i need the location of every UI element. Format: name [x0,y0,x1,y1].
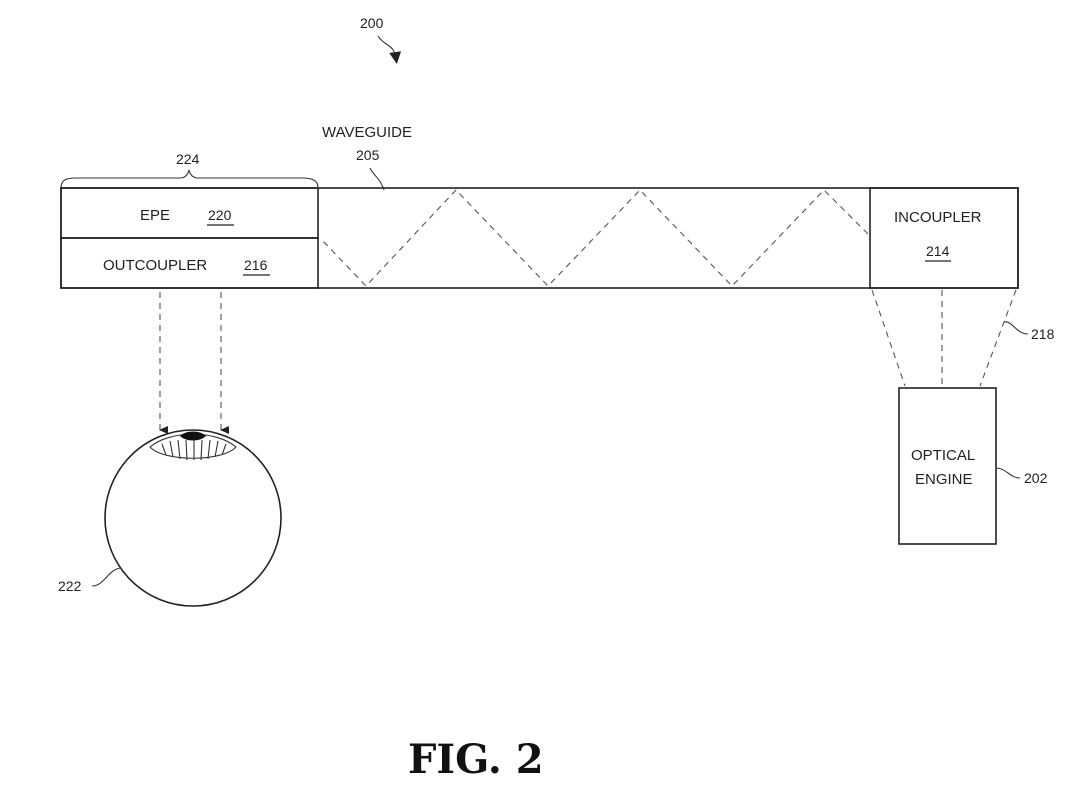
figure-ref-arrow [377,35,402,64]
waveguide-ref-number: 205 [356,147,380,163]
iris [149,433,237,459]
optical-engine-box [898,387,997,545]
outcoupler-box [60,237,319,289]
section-brace [60,169,319,189]
light-cone-right-ray [979,289,1017,387]
light-cone-ref-number: 218 [1031,326,1055,342]
eye-icon [104,429,282,607]
incoupler-label: INCOUPLER [894,209,982,226]
optical-engine-ref-number: 202 [1024,470,1048,486]
incoupler-box [869,187,1019,289]
incoupler-ref-number: 214 [926,243,950,259]
tir-light-path [321,189,869,287]
eye-leader-line [91,567,121,587]
optical-engine-label-line2: ENGINE [915,471,973,488]
iris-striations [161,439,227,461]
eyeball [104,429,282,607]
waveguide-leader-line [369,167,385,191]
eye-ref-number: 222 [58,578,82,594]
light-cone-leader-line [1003,321,1029,335]
outcoupler-ref-number: 216 [244,257,268,273]
figure-caption: FIG. 2 [408,736,544,783]
light-cone-left-ray [871,289,906,387]
epe-label: EPE [140,207,170,224]
optical-engine-leader-line [995,467,1021,479]
outcoupler-label: OUTCOUPLER [103,257,207,274]
pupil [180,431,206,441]
epe-box [60,187,319,239]
epe-ref-number: 220 [208,207,232,223]
figure-ref-number: 200 [360,15,384,31]
brace-ref-number: 224 [176,151,200,167]
optical-engine-label-line1: OPTICAL [911,447,975,464]
waveguide-label: WAVEGUIDE [322,124,412,141]
